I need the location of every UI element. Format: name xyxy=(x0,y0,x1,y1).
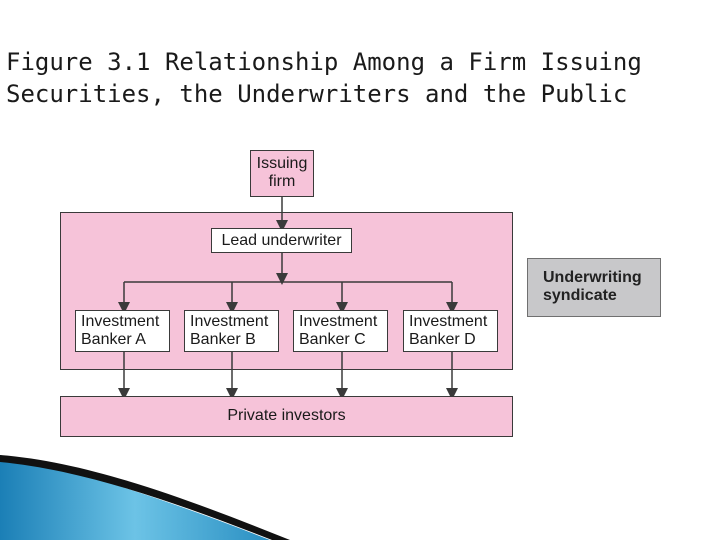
issuing-firm-line-2: firm xyxy=(251,173,313,191)
banker-b-line-2: Banker B xyxy=(190,331,278,349)
investment-banker-b-node: Investment Banker B xyxy=(184,310,279,352)
banker-c-line-1: Investment xyxy=(299,313,387,331)
banker-d-line-2: Banker D xyxy=(409,331,497,349)
banker-a-line-2: Banker A xyxy=(81,331,169,349)
legend-line-1: Underwriting xyxy=(543,269,660,287)
private-investors-label: Private investors xyxy=(227,407,345,424)
banker-b-line-1: Investment xyxy=(190,313,278,331)
legend-line-2: syndicate xyxy=(543,287,660,305)
banker-a-line-1: Investment xyxy=(81,313,169,331)
banker-d-line-1: Investment xyxy=(409,313,497,331)
investment-banker-d-node: Investment Banker D xyxy=(403,310,498,352)
issuing-firm-line-1: Issuing xyxy=(251,155,313,173)
underwriting-syndicate-legend: Underwriting syndicate xyxy=(527,258,661,317)
private-investors-node: Private investors xyxy=(60,396,513,437)
lead-underwriter-label: Lead underwriter xyxy=(221,232,341,249)
investment-banker-c-node: Investment Banker C xyxy=(293,310,388,352)
investment-banker-a-node: Investment Banker A xyxy=(75,310,170,352)
lead-underwriter-node: Lead underwriter xyxy=(211,228,352,253)
banker-c-line-2: Banker C xyxy=(299,331,387,349)
issuing-firm-node: Issuing firm xyxy=(250,150,314,197)
